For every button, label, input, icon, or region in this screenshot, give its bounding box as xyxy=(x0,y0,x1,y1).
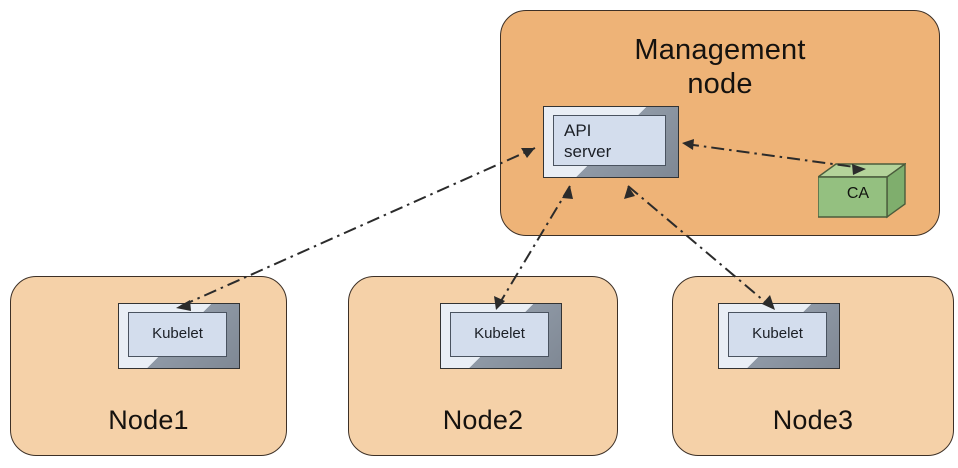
worker-node-2-title: Node2 xyxy=(442,405,524,436)
worker-node-1-title: Node1 xyxy=(108,405,189,436)
kubelet-box-node-3[interactable]: Kubelet xyxy=(718,303,840,369)
kubelet-3-label: Kubelet xyxy=(752,325,803,343)
api-server-box[interactable]: API server xyxy=(543,106,679,178)
kubelet-2-label: Kubelet xyxy=(474,325,525,343)
kubelet-1-label: Kubelet xyxy=(152,325,203,343)
api-server-label: API server xyxy=(564,121,612,161)
worker-node-3-title: Node3 xyxy=(772,405,854,436)
ca-label: CA xyxy=(846,185,870,202)
kubelet-3-inner: Kubelet xyxy=(728,312,827,357)
ca-cube[interactable]: CA xyxy=(818,163,906,219)
kubelet-box-node-1[interactable]: Kubelet xyxy=(118,303,240,369)
kubelet-box-node-2[interactable]: Kubelet xyxy=(440,303,562,369)
kubelet-2-inner: Kubelet xyxy=(450,312,549,357)
management-node-title: Management node xyxy=(634,34,806,101)
api-server-inner: API server xyxy=(553,115,666,166)
kubelet-1-inner: Kubelet xyxy=(128,312,227,357)
